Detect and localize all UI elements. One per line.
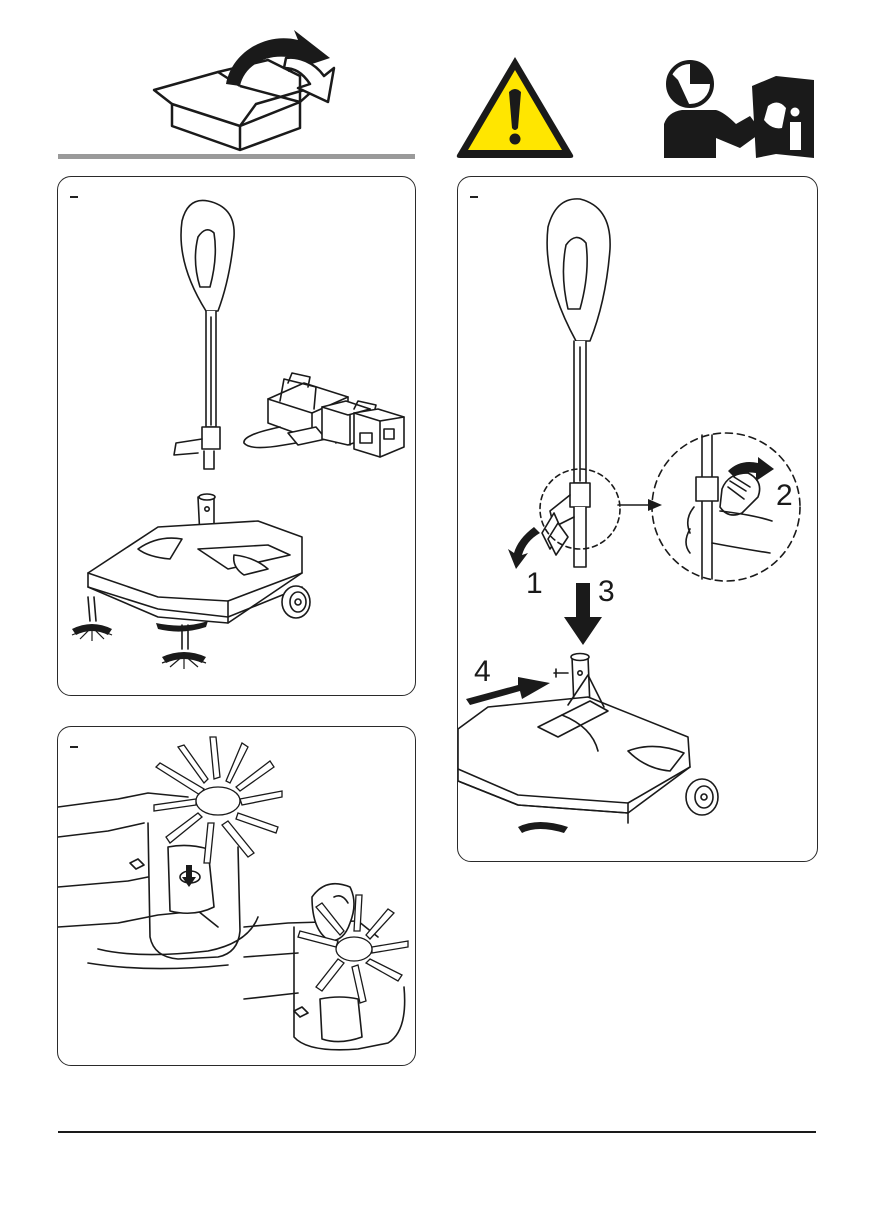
unpack-box-icon: [148, 28, 338, 152]
step-label-1: 1: [526, 569, 543, 599]
read-manual-icon: [664, 58, 816, 158]
step-label-4: 4: [474, 657, 491, 687]
footer-rule: [58, 1131, 816, 1133]
figure-contents: [57, 176, 416, 696]
section-divider: [58, 154, 415, 159]
figure-side-brush-mount: [57, 726, 416, 1066]
sweeper-body: [88, 521, 302, 623]
warning-triangle-icon: [454, 54, 576, 160]
step-label-2: 2: [776, 481, 793, 511]
step-label-3: 3: [598, 577, 615, 607]
figure-handle-assembly: 1 2 3 4: [457, 176, 818, 862]
